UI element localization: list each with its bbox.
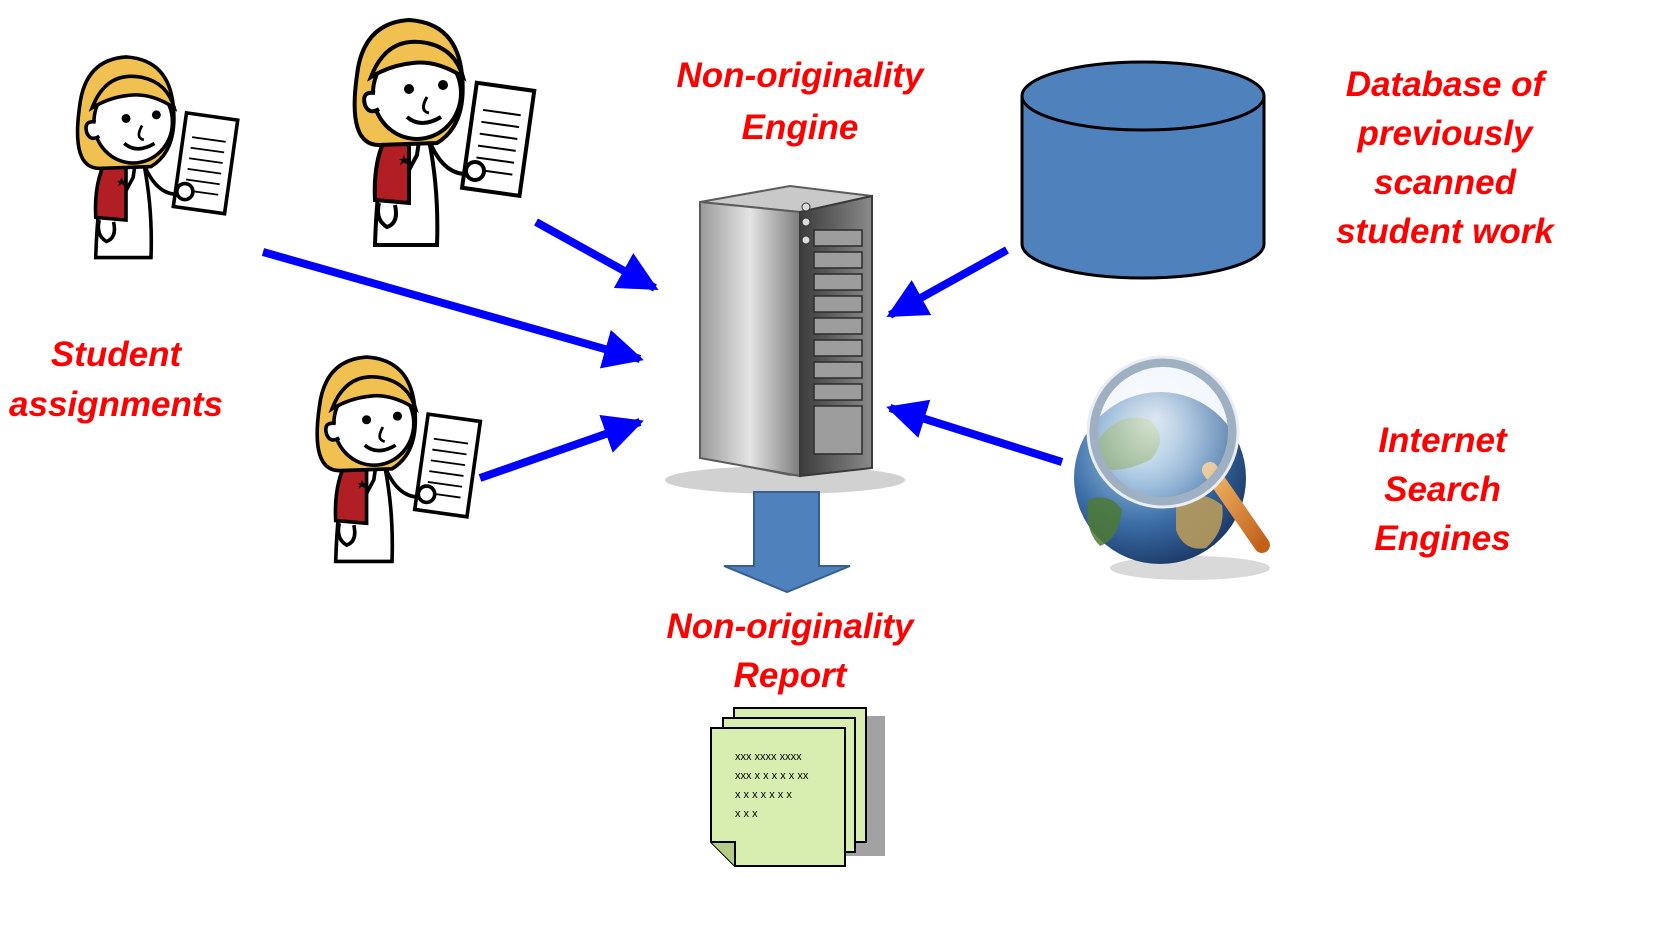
report-text-line-1: xxx xxxx xxxx (735, 751, 802, 763)
arrow-internet-to-engine (886, 399, 1064, 466)
down-arrow-to-report (723, 491, 851, 594)
database-icon (1020, 60, 1266, 280)
internet-search-label: Internet Search Engines (1374, 421, 1511, 558)
arrow-student3-to-engine (478, 415, 644, 482)
arrow-database-to-engine (886, 246, 1009, 319)
student-figure-1 (75, 54, 240, 260)
report-text-line-4: x x x (735, 808, 758, 820)
arrow-student1-to-engine (261, 248, 644, 369)
report-label: Non-originality Report (666, 607, 914, 695)
arrow-student2-to-engine (534, 218, 659, 292)
server-icon (665, 184, 905, 494)
student-figure-3 (315, 355, 483, 564)
student-assignments-label: Student assignments (9, 335, 223, 424)
student-figure-2 (355, 20, 535, 245)
globe-search-icon (1074, 355, 1270, 580)
report-text-line-3: x x x x x x x (735, 789, 792, 801)
arrows (261, 218, 1064, 482)
report-text-line-2: xxx x x x x x xx (735, 770, 809, 782)
engine-label: Non-originality Engine (676, 56, 924, 147)
database-label: Database of previously scanned student w… (1336, 65, 1554, 251)
report-document-icon: xxx xxxx xxxx xxx x x x x x xx x x x x x… (710, 707, 885, 867)
